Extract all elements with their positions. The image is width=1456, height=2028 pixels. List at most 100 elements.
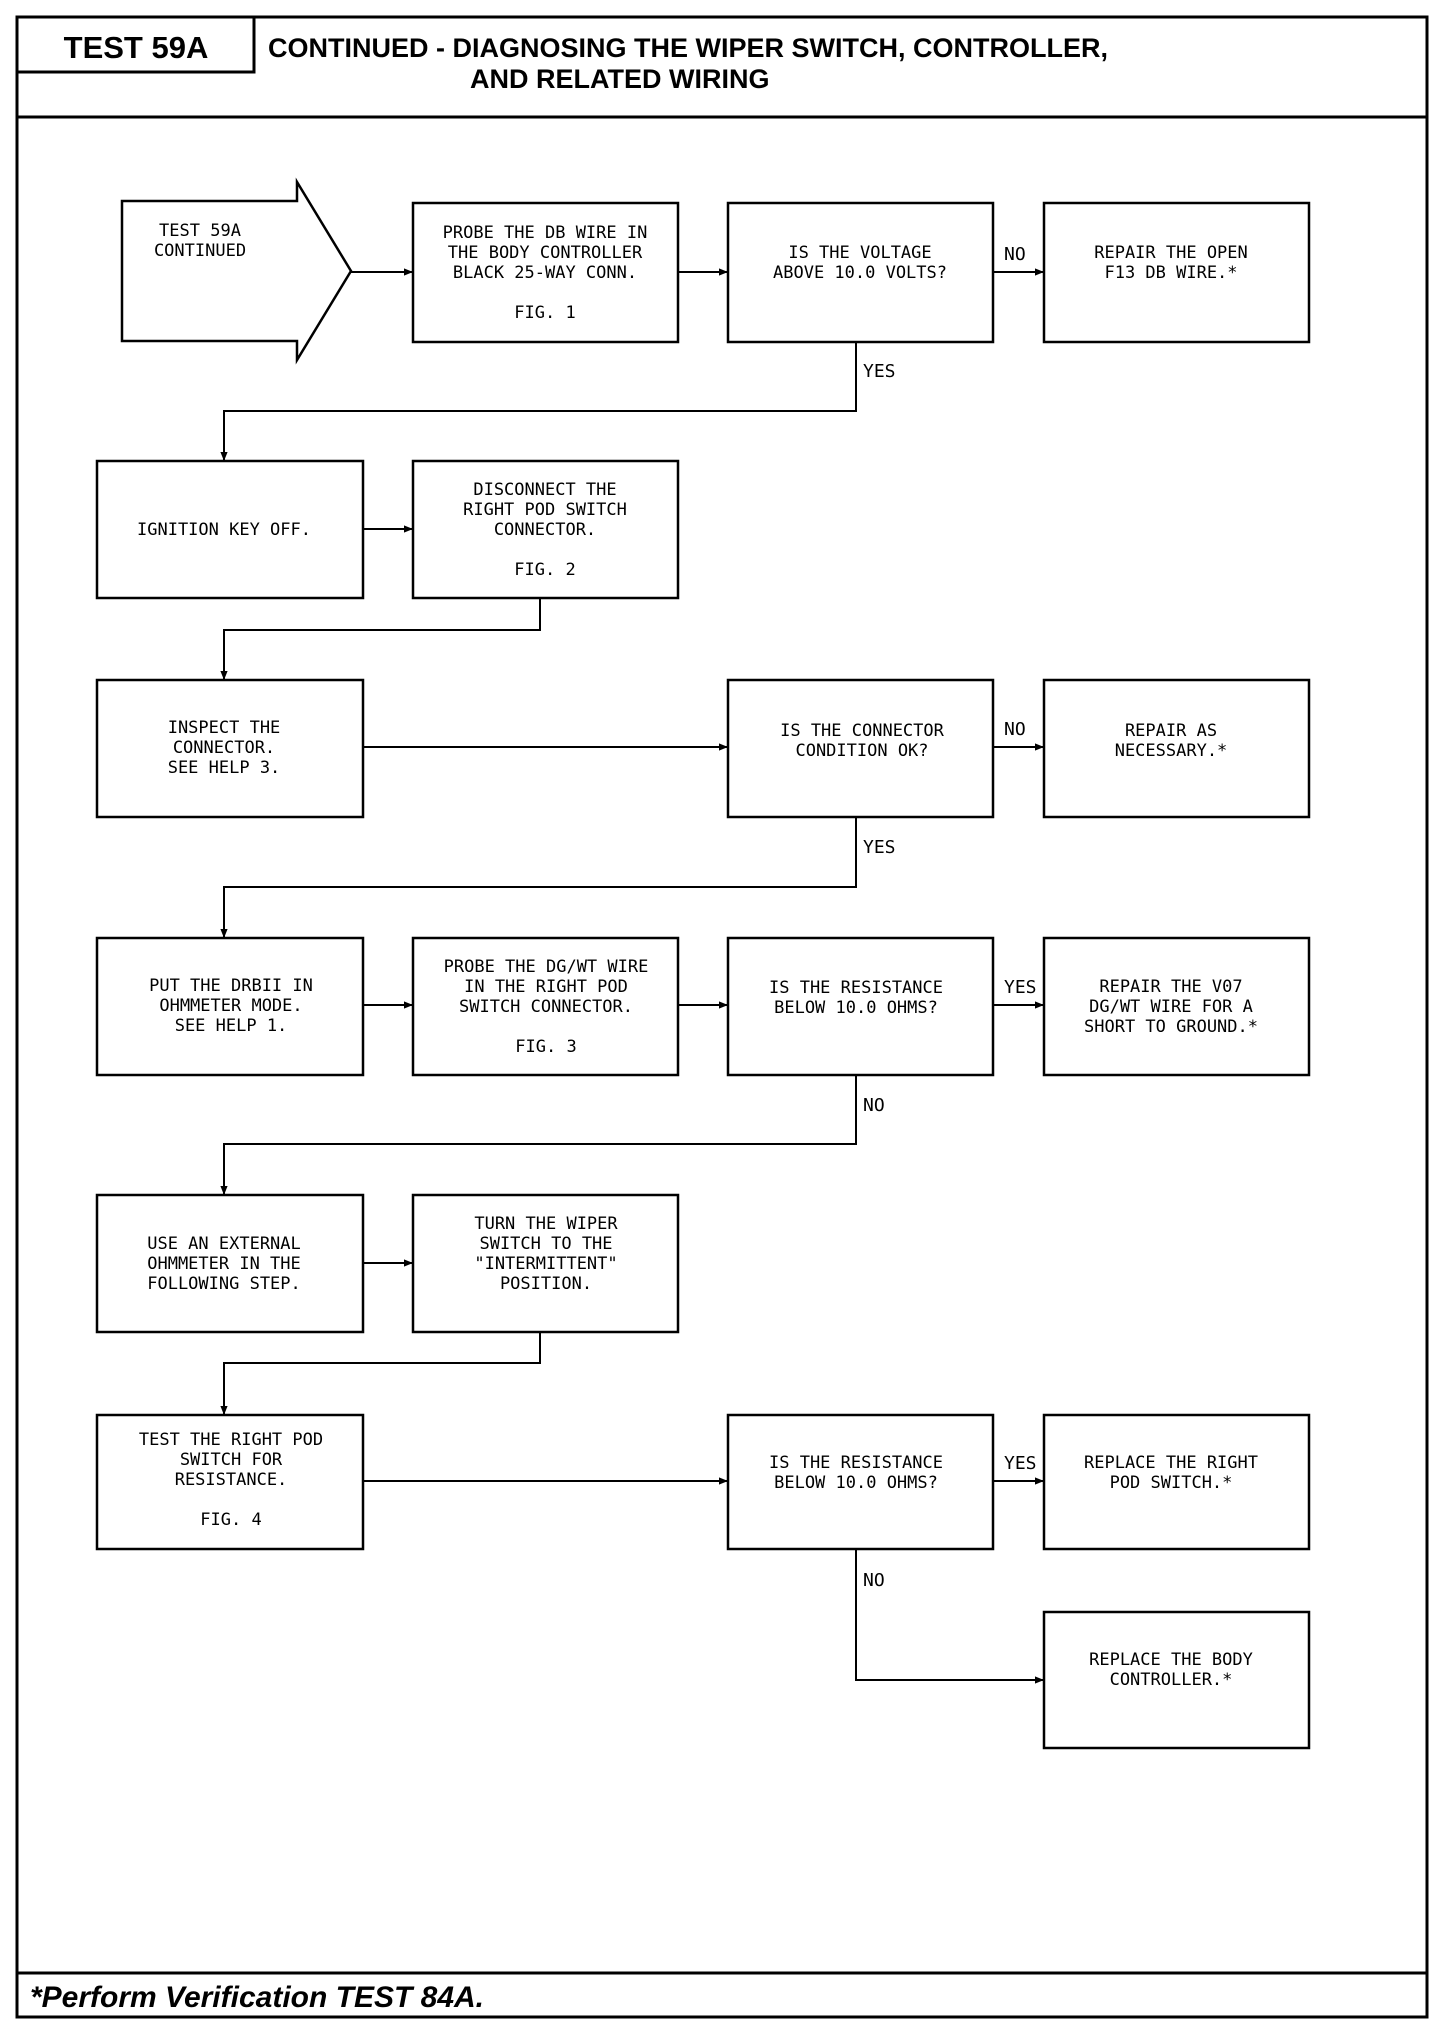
probe-db-line: THE BODY CONTROLLER <box>448 243 643 263</box>
repair-open-line: F13 DB WIRE.* <box>1104 263 1237 283</box>
replace-pod-switch-box <box>1042 1413 1311 1551</box>
arrow-turn-to-test <box>220 1332 541 1415</box>
drbii-line: SEE HELP 1. <box>175 1016 288 1036</box>
inspect-line: SEE HELP 3. <box>168 758 281 778</box>
repair-necessary-box <box>1042 678 1311 819</box>
ignition-off-line: IGNITION KEY OFF. <box>137 520 311 540</box>
replace-pod-line: REPLACE THE RIGHT <box>1084 1453 1258 1473</box>
resistance-decision-box-2 <box>726 1413 995 1551</box>
repair-necessary-line: REPAIR AS <box>1125 721 1217 741</box>
test-pod-line: SWITCH FOR <box>180 1450 283 1470</box>
arrow-connector-yes <box>220 817 857 938</box>
test-pod-line: RESISTANCE. <box>175 1470 288 1490</box>
repair-v07-box <box>1042 936 1311 1077</box>
test-pod-line: TEST THE RIGHT POD <box>139 1430 323 1450</box>
inspect-line: INSPECT THE <box>168 718 281 738</box>
disconnect-line: CONNECTOR. <box>494 520 596 540</box>
page-border <box>15 15 1429 2019</box>
start-arrow-shape <box>120 177 353 365</box>
probe-db-line: FIG. 1 <box>514 303 575 323</box>
arrow-resistance1-no <box>220 1075 857 1195</box>
label-yes-resistance2: YES <box>1004 1453 1037 1474</box>
test-id-box <box>15 15 256 74</box>
page-title-line2: AND RELATED WIRING <box>470 64 769 94</box>
repair-v07-line: SHORT TO GROUND.* <box>1084 1017 1258 1037</box>
inspect-line: CONNECTOR. <box>173 738 275 758</box>
footer-note: *Perform Verification TEST 84A. <box>30 1981 484 2014</box>
arrow-voltage-yes <box>220 342 857 461</box>
arrow-resistance2-no <box>855 1549 1044 1684</box>
repair-v07-line: REPAIR THE V07 <box>1099 977 1242 997</box>
start-line: CONTINUED <box>154 241 246 261</box>
q-voltage-line: IS THE VOLTAGE <box>788 243 931 263</box>
label-no-connector: NO <box>1004 719 1026 740</box>
resistance-decision-box-1 <box>726 936 995 1077</box>
label-no-voltage: NO <box>1004 244 1026 265</box>
label-yes-voltage: YES <box>863 361 896 382</box>
ignition-off-text: IGNITION KEY OFF. <box>137 520 311 540</box>
q-voltage-line: ABOVE 10.0 VOLTS? <box>773 263 947 283</box>
replace-pod-line: POD SWITCH.* <box>1110 1473 1233 1493</box>
probe-dgwt-line: PROBE THE DG/WT WIRE <box>444 957 649 977</box>
repair-v07-line: DG/WT WIRE FOR A <box>1089 997 1253 1017</box>
replace-body-line: REPLACE THE BODY <box>1089 1650 1253 1670</box>
probe-db-box <box>411 201 680 344</box>
turn-wiper-line: POSITION. <box>500 1274 592 1294</box>
label-no-resistance1: NO <box>863 1095 885 1116</box>
probe-dgwt-box <box>411 936 680 1077</box>
probe-dgwt-line: FIG. 3 <box>515 1037 576 1057</box>
q-resistance2-line: BELOW 10.0 OHMS? <box>774 1473 938 1493</box>
label-yes-connector: YES <box>863 837 896 858</box>
test-pod-line: FIG. 4 <box>200 1510 261 1530</box>
connector-decision-box <box>726 678 995 819</box>
probe-dgwt-line: IN THE RIGHT POD <box>464 977 628 997</box>
disconnect-line: FIG. 2 <box>514 560 575 580</box>
turn-wiper-line: TURN THE WIPER <box>474 1214 618 1234</box>
disconnect-line: RIGHT POD SWITCH <box>463 500 627 520</box>
q-connector-line: IS THE CONNECTOR <box>780 721 945 741</box>
test-id: TEST 59A <box>64 30 209 65</box>
label-no-resistance2: NO <box>863 1570 885 1591</box>
q-resistance1-line: BELOW 10.0 OHMS? <box>774 998 938 1018</box>
repair-necessary-line: NECESSARY.* <box>1115 741 1228 761</box>
external-ohm-line: OHMMETER IN THE <box>147 1254 301 1274</box>
probe-dgwt-line: SWITCH CONNECTOR. <box>459 997 633 1017</box>
disconnect-line: DISCONNECT THE <box>473 480 616 500</box>
probe-db-line: BLACK 25-WAY CONN. <box>453 263 637 283</box>
page-title-line1: CONTINUED - DIAGNOSING THE WIPER SWITCH,… <box>268 33 1108 63</box>
turn-wiper-line: "INTERMITTENT" <box>474 1254 617 1274</box>
external-ohm-line: FOLLOWING STEP. <box>147 1274 301 1294</box>
ignition-off-box <box>95 459 365 600</box>
disconnect-box <box>411 459 680 600</box>
drbii-line: PUT THE DRBII IN <box>149 976 313 996</box>
replace-body-line: CONTROLLER.* <box>1110 1670 1233 1690</box>
drbii-ohmmeter-box <box>95 936 365 1077</box>
drbii-line: OHMMETER MODE. <box>159 996 302 1016</box>
q-connector-line: CONDITION OK? <box>795 741 928 761</box>
repair-open-line: REPAIR THE OPEN <box>1094 243 1248 263</box>
replace-body-controller-box <box>1042 1610 1311 1750</box>
external-ohmmeter-box <box>95 1193 365 1334</box>
label-yes-resistance1: YES <box>1004 977 1037 998</box>
q-resistance2-line: IS THE RESISTANCE <box>769 1453 943 1473</box>
voltage-decision-box <box>726 201 995 344</box>
q-resistance1-line: IS THE RESISTANCE <box>769 978 943 998</box>
external-ohm-line: USE AN EXTERNAL <box>147 1234 301 1254</box>
